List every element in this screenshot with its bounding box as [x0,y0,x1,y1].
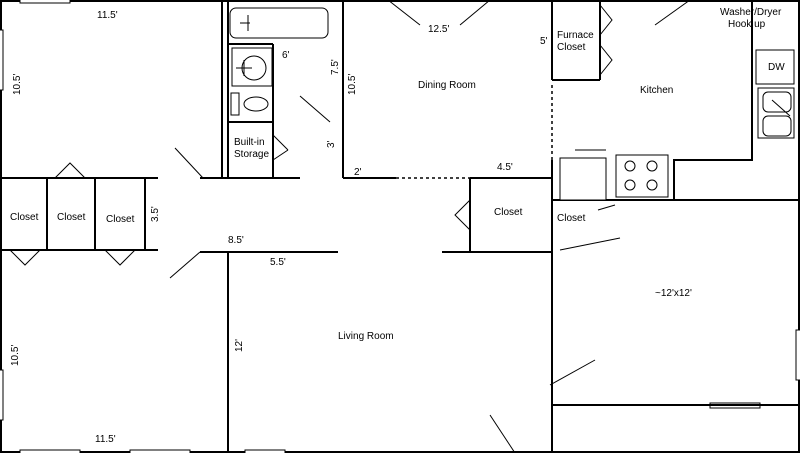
washer-label-line1: Washer/Dryer [720,7,782,18]
dim-left-bottom-height: 10.5' [10,345,21,366]
storage-label-line1: Built-in [234,137,265,148]
dim-dining-width: 12.5' [428,24,449,35]
dim-furnace-5: 5' [540,36,548,47]
dining-walls [387,0,553,453]
dim-hall-3: 3' [326,140,337,148]
closet-label-2: Closet [57,212,86,223]
dining-room-label: Dining Room [418,80,476,91]
dim-bath-height: 7.5' [330,59,341,75]
dim-top-left-width: 11.5' [97,10,118,21]
furnace-label-line1: Furnace [557,30,594,41]
closet-label-middle: Closet [494,207,523,218]
bathroom-fixtures [229,7,329,116]
dim-closet-4-5: 4.5' [497,162,513,173]
dim-hall-2: 2' [354,167,362,178]
dim-dining-height: 10.5' [347,74,358,95]
storage-label-line2: Storage [234,149,269,160]
room-labels: Dining Room Kitchen Living Room ~12'x12'… [10,7,785,342]
dimension-labels: 11.5' 11.5' 12.5' 6' 2' 4.5' 8.5' 5.5' 5… [10,10,548,445]
left-closets [0,162,158,266]
closet-label-1: Closet [10,212,39,223]
bedroom-size-label: ~12'x12' [655,288,692,299]
dishwasher-label: DW [768,62,785,73]
dim-closet-depth: 3.5' [150,206,161,222]
dim-left-top-height: 10.5' [12,74,23,95]
furnace-label-line2: Closet [557,42,586,53]
kitchen-label: Kitchen [640,85,673,96]
right-bedroom [489,237,800,453]
hall-walls [169,0,396,453]
dim-bottom-left-width: 11.5' [95,434,116,445]
dim-bath-width: 6' [282,50,290,61]
dim-hall-5-5: 5.5' [270,257,286,268]
middle-closets [442,178,616,300]
dim-living-12: 12' [234,339,245,352]
dim-hall-8-5: 8.5' [228,235,244,246]
closet-label-3: Closet [106,214,135,225]
closet-label-right: Closet [557,213,586,224]
kitchen-cabinets [552,0,800,201]
living-room-label: Living Room [338,331,394,342]
washer-label-line2: Hook up [728,19,766,30]
furnace-closet [552,0,691,81]
